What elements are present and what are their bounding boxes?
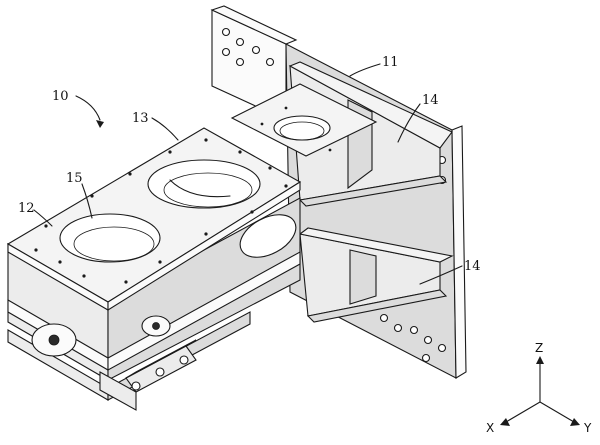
axis-label-x: X [486,421,494,435]
ref-label-11: 11 [382,55,399,70]
lower-rib [298,227,454,323]
ref-label-13: 13 [132,111,149,126]
axis-indicator: Z X Y [486,341,592,435]
ref-label-12: 12 [18,201,35,216]
brackets [31,315,197,411]
ref-label-14-upper: 14 [422,93,439,108]
upper-shelf [230,83,378,157]
ref-label-10: 10 [52,89,69,104]
reference-labels: 10 11 12 13 14 14 15 [18,55,481,285]
ref-label-15: 15 [66,171,83,186]
base-block [6,127,302,401]
ref-label-14-lower: 14 [464,259,481,274]
axis-label-y: Y [583,421,592,435]
axis-label-z: Z [535,341,543,355]
